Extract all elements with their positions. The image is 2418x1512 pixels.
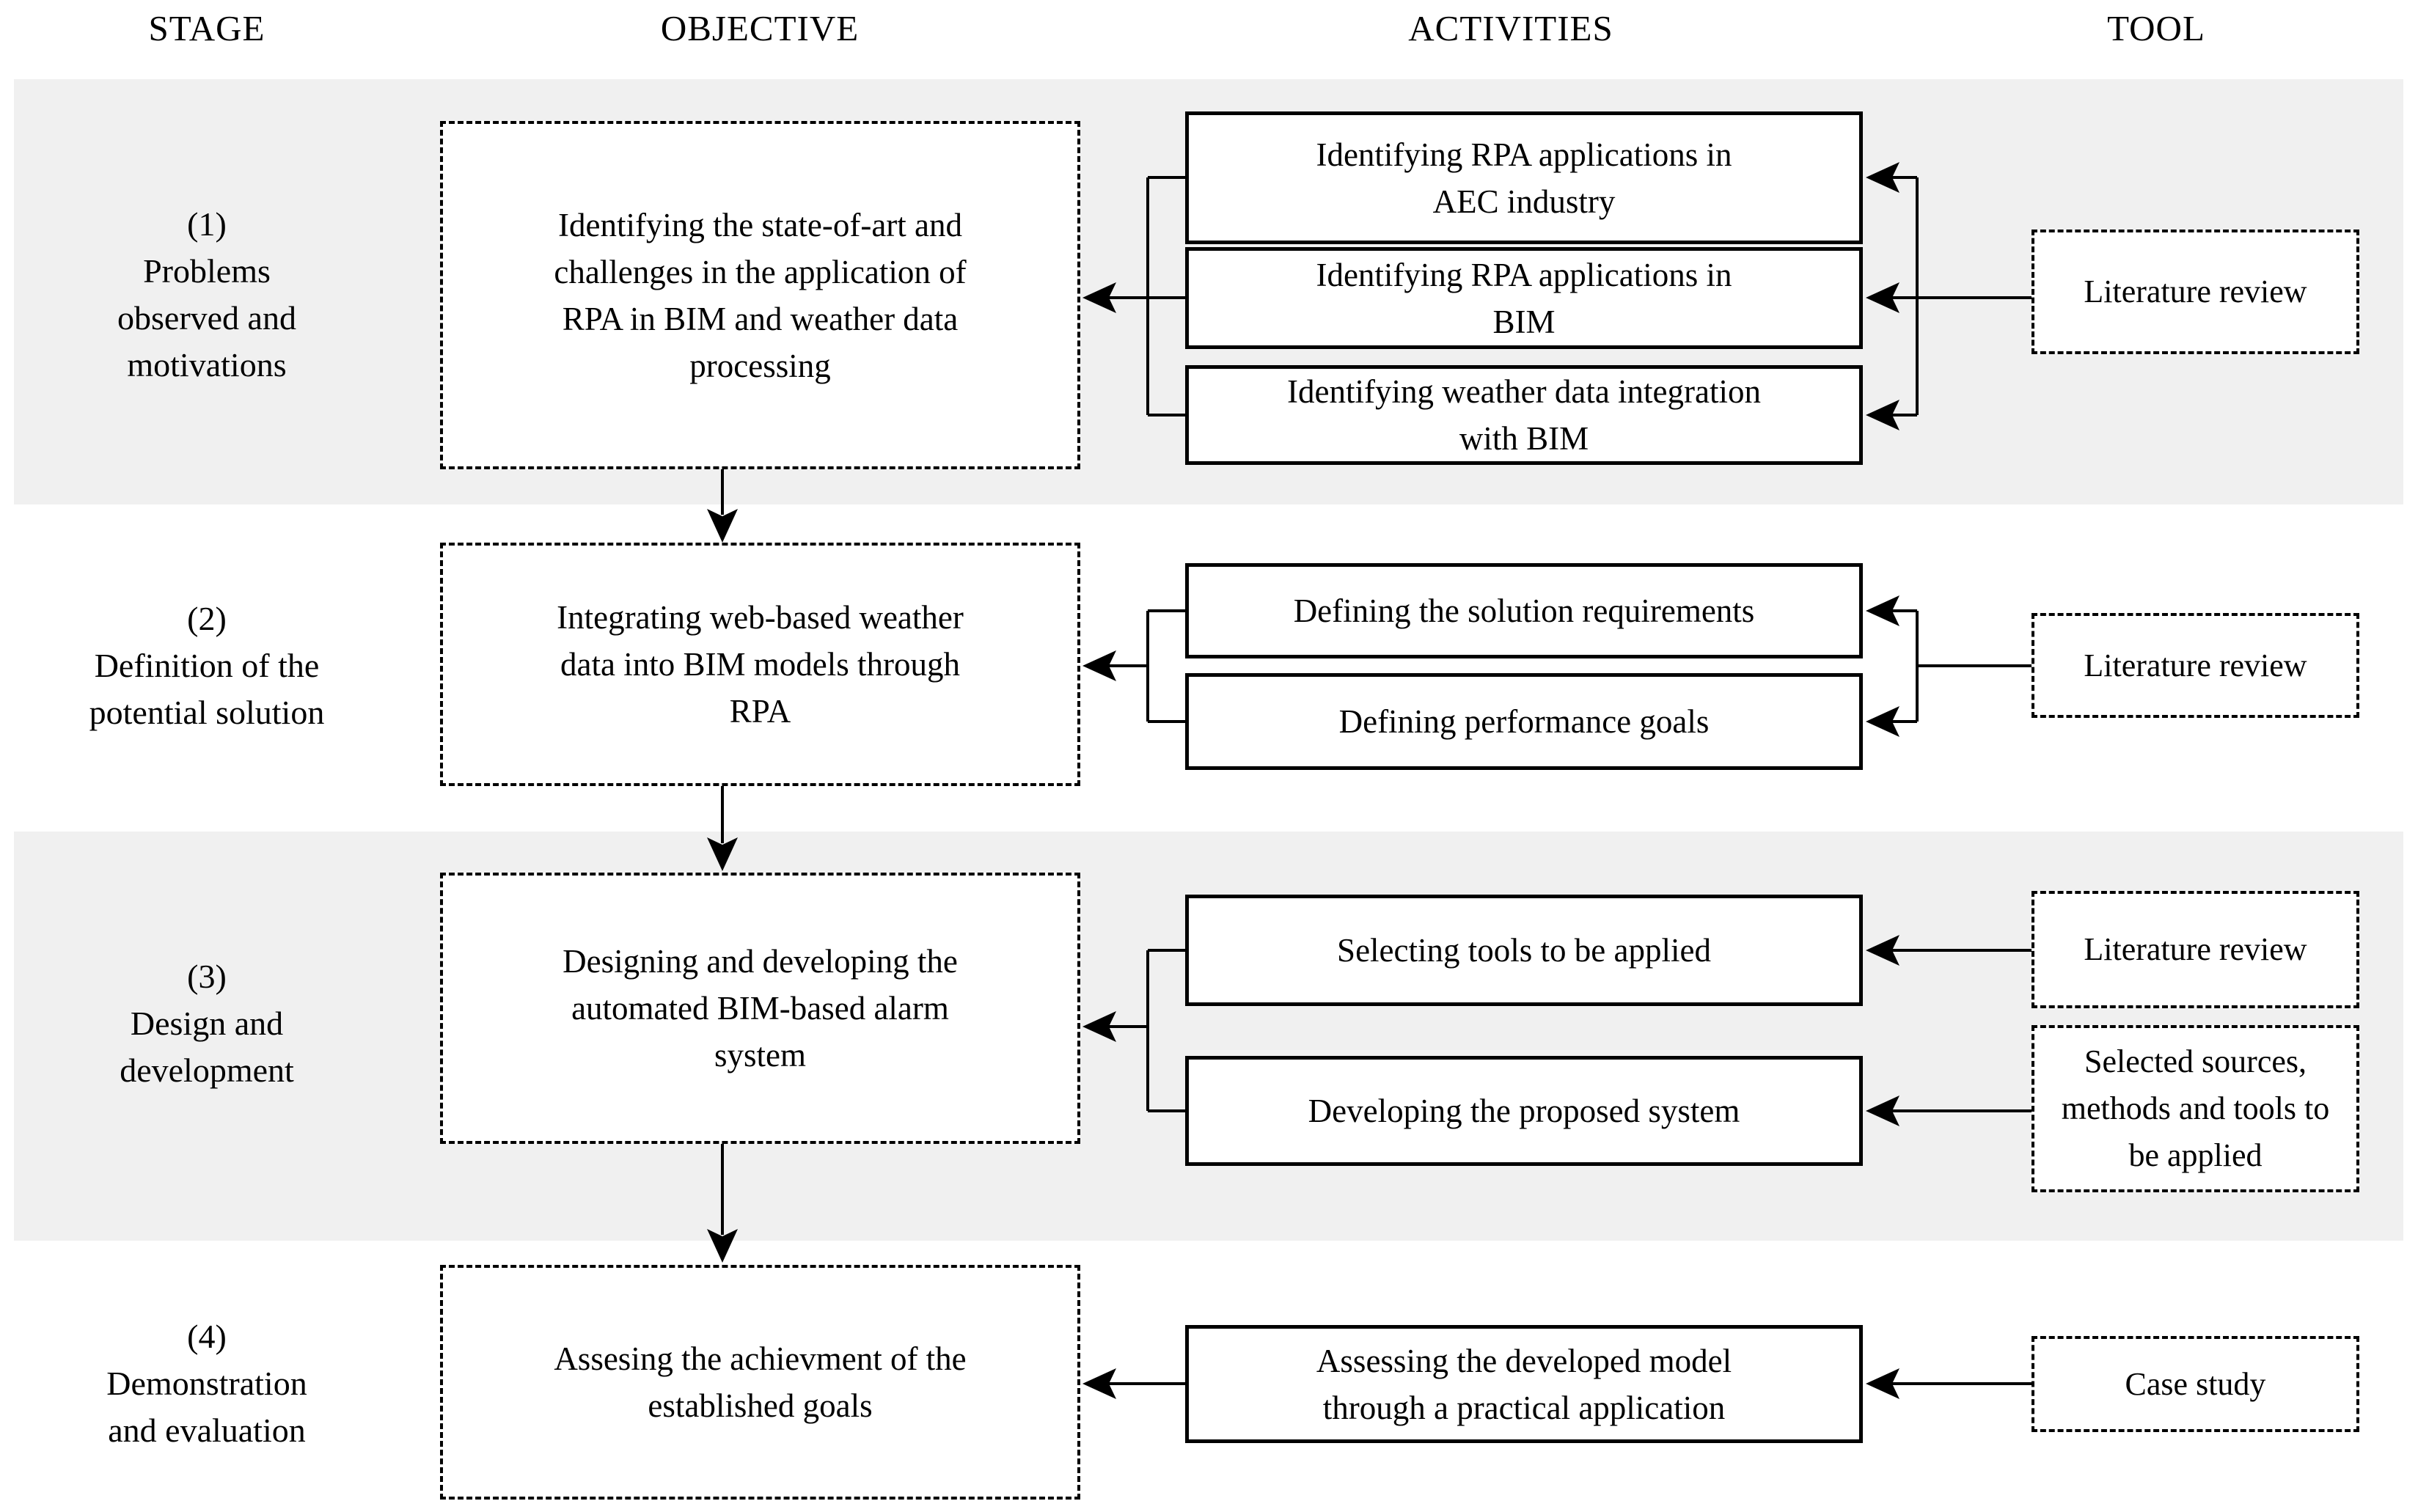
column-header-tool: TOOL <box>2107 7 2205 48</box>
arrowhead-left <box>1082 650 1116 681</box>
tool-4-1-box: Case study <box>2032 1336 2359 1432</box>
arrowhead-left <box>1866 1368 1899 1399</box>
arrowhead-left <box>1866 706 1899 737</box>
tool-2-1-box: Literature review <box>2032 613 2359 718</box>
arrowhead-left <box>1082 1368 1116 1399</box>
column-header-stage: STAGE <box>148 7 265 48</box>
row2-tool-to-activities-connector <box>1866 595 2032 737</box>
row4-tool-to-activity-arrow <box>1866 1368 2032 1399</box>
stage-2-label: (2) Definition of the potential solution <box>89 600 325 731</box>
column-header-objective: OBJECTIVE <box>660 7 860 48</box>
activity-1-3-box: Identifying weather data integration wit… <box>1185 365 1863 465</box>
activity-2-2-box: Defining performance goals <box>1185 673 1863 770</box>
arrowhead-down <box>707 509 738 543</box>
objective-2-box: Integrating web-based weather data into … <box>440 543 1080 786</box>
activity-1-1-box: Identifying RPA applications in AEC indu… <box>1185 111 1863 244</box>
arrowhead-left <box>1866 595 1899 626</box>
activity-2-1-box: Defining the solution requirements <box>1185 563 1863 658</box>
stage-3-label: (3) Design and development <box>120 958 294 1089</box>
tool-3-1-box: Literature review <box>2032 891 2359 1008</box>
column-header-activities: ACTIVITIES <box>1408 7 1613 48</box>
tool-1-1-box: Literature review <box>2032 230 2359 354</box>
tool-3-2-box: Selected sources, methods and tools to b… <box>2032 1025 2359 1192</box>
objective-1-box: Identifying the state-of-art and challen… <box>440 121 1080 469</box>
row4-activity-to-objective-arrow <box>1082 1368 1185 1399</box>
stage-1-label: (1) Problems observed and motivations <box>117 205 296 383</box>
activity-4-1-box: Assessing the developed model through a … <box>1185 1325 1863 1443</box>
activity-1-2-box: Identifying RPA applications in BIM <box>1185 247 1863 349</box>
objective-4-box: Assesing the achievment of the establish… <box>440 1265 1080 1500</box>
stage-4-label: (4) Demonstration and evaluation <box>106 1318 307 1449</box>
activity-3-2-box: Developing the proposed system <box>1185 1056 1863 1166</box>
objective-3-box: Designing and developing the automated B… <box>440 873 1080 1144</box>
row2-activities-to-objective-connector <box>1082 609 1185 723</box>
activity-3-1-box: Selecting tools to be applied <box>1185 895 1863 1006</box>
